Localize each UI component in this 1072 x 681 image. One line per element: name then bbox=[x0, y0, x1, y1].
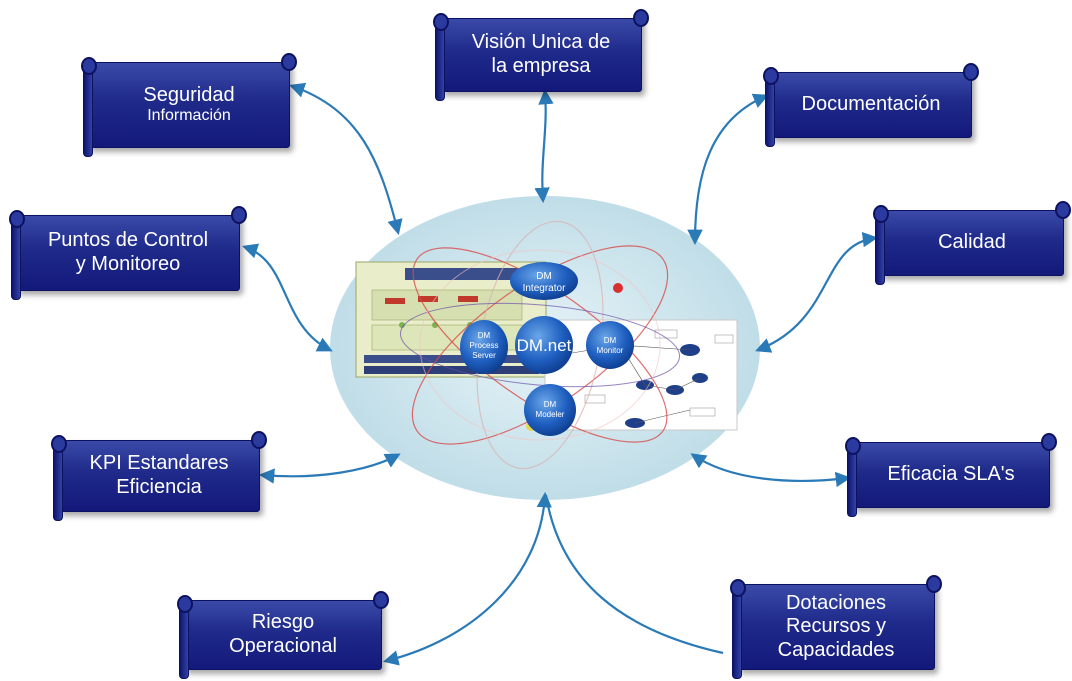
node-seguridad-line2: Información bbox=[147, 107, 231, 125]
node-documentacion-line1: Documentación bbox=[801, 93, 941, 116]
dm-process-line1: DM bbox=[478, 331, 491, 340]
architecture-screenshot-left bbox=[355, 261, 547, 378]
node-kpi-line1: KPI Estandares bbox=[89, 452, 229, 475]
arrow-kpi bbox=[258, 453, 401, 484]
node-dotaciones-line1: Dotaciones bbox=[785, 591, 887, 614]
arrow-dotaciones bbox=[544, 494, 724, 655]
dm-integrator-node: DM Integrator bbox=[510, 262, 578, 300]
node-riesgo-line1: Riesgo bbox=[251, 611, 315, 634]
node-riesgo-line2: Operacional bbox=[229, 635, 337, 657]
dm-process-line3: Server bbox=[472, 351, 496, 360]
arrow-documentacion bbox=[687, 93, 769, 246]
node-dotaciones-line3: Capacidades bbox=[777, 638, 895, 661]
node-seguridad: Seguridad Información bbox=[81, 53, 297, 157]
dm-monitor-node: DM Monitor bbox=[586, 321, 634, 369]
dm-monitor-line2: Monitor bbox=[597, 346, 624, 355]
node-puntos-line1: Puntos de Control bbox=[47, 229, 209, 252]
node-puntos: Puntos de Control y Monitoreo bbox=[9, 206, 247, 300]
node-eficacia: Eficacia SLA's bbox=[845, 433, 1057, 517]
node-vision-line1: Visión Unica de bbox=[471, 31, 611, 54]
node-riesgo: Riesgo Operacional bbox=[177, 591, 389, 679]
node-kpi: KPI Estandares Eficiencia bbox=[51, 431, 267, 521]
dm-net-label: DM.net bbox=[517, 336, 572, 355]
dm-process-server-node: DM Process Server bbox=[460, 320, 508, 374]
arrow-calidad bbox=[755, 231, 879, 353]
node-seguridad-line1: Seguridad bbox=[143, 83, 235, 106]
node-calidad: Calidad bbox=[873, 201, 1071, 285]
arrow-eficacia bbox=[690, 453, 852, 488]
node-dotaciones: Dotaciones Recursos y Capacidades bbox=[730, 575, 942, 679]
dm-modeler-line2: Modeler bbox=[536, 410, 565, 419]
process-map-screenshot-right bbox=[544, 319, 738, 431]
node-documentacion: Documentación bbox=[763, 63, 979, 147]
node-calidad-line1: Calidad bbox=[938, 231, 1006, 254]
dm-monitor-line1: DM bbox=[604, 336, 617, 345]
node-eficacia-line1: Eficacia SLA's bbox=[887, 463, 1015, 486]
arrow-vision bbox=[534, 88, 554, 204]
dm-integrator-line2: Integrator bbox=[523, 283, 566, 294]
node-vision-line2: la empresa bbox=[491, 55, 591, 77]
dm-modeler-line1: DM bbox=[544, 400, 557, 409]
node-dotaciones-line2: Recursos y bbox=[785, 615, 887, 638]
connector-arrows bbox=[242, 82, 879, 666]
dm-integrator-line1: DM bbox=[536, 271, 552, 282]
dm-process-line2: Process bbox=[470, 341, 499, 350]
node-vision: Visión Unica de la empresa bbox=[433, 9, 649, 101]
arrow-seguridad bbox=[289, 82, 403, 235]
dm-net-node: DM.net bbox=[515, 316, 573, 374]
node-puntos-line2: y Monitoreo bbox=[75, 253, 181, 275]
node-kpi-line2: Eficiencia bbox=[116, 476, 202, 498]
arrow-puntos bbox=[242, 243, 333, 352]
arrow-riesgo bbox=[383, 491, 552, 666]
dm-modeler-node: DM Modeler bbox=[524, 384, 576, 436]
